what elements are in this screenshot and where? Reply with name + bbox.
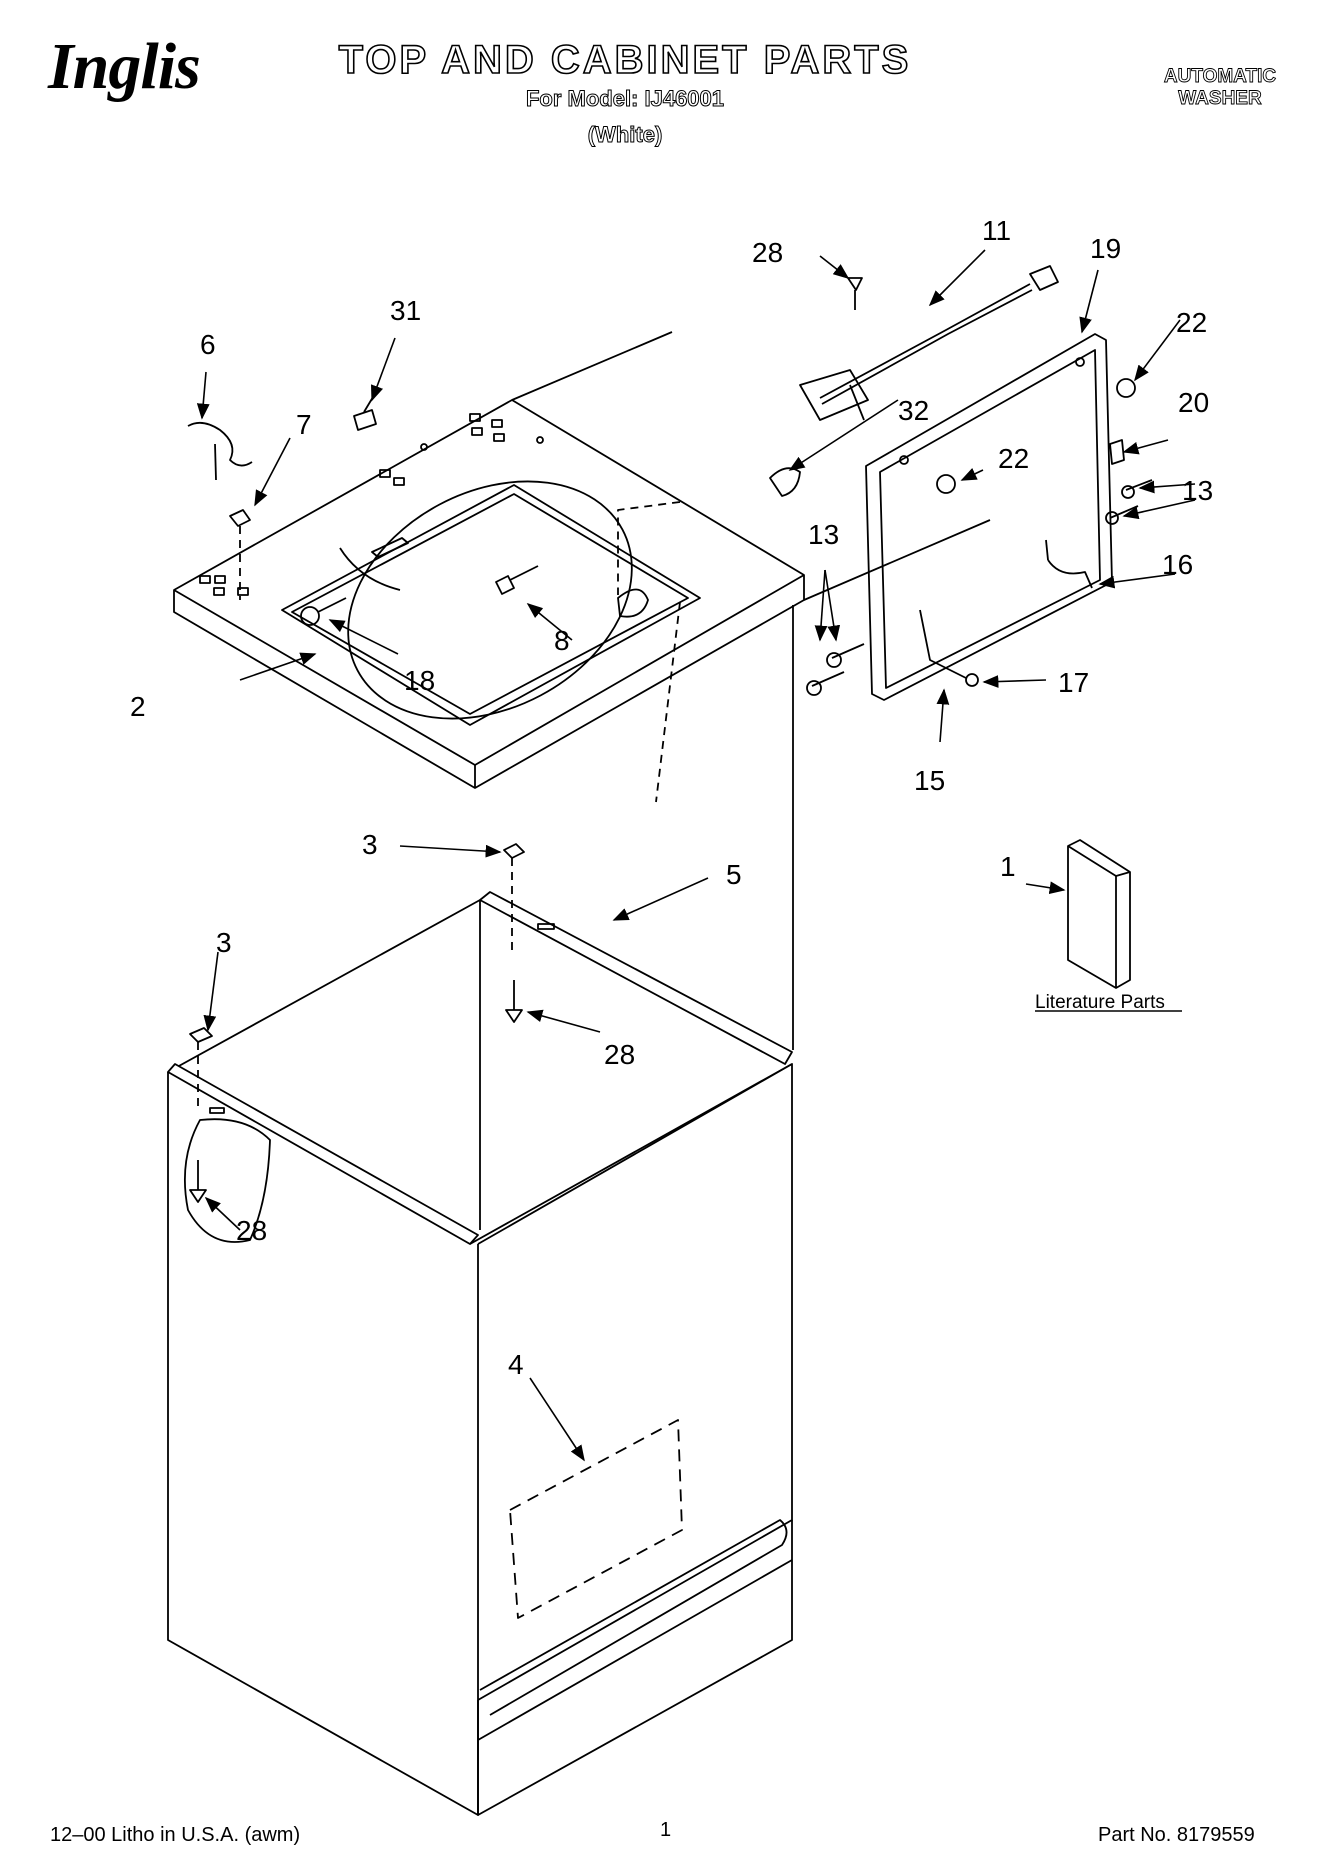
console-frame xyxy=(865,333,1113,701)
callout-28a: 28 xyxy=(752,237,783,268)
callout-7: 7 xyxy=(296,409,312,440)
callout-3b: 3 xyxy=(216,927,232,958)
callout-11: 11 xyxy=(982,215,1011,246)
callout-19: 19 xyxy=(1090,233,1121,264)
callout-15: 15 xyxy=(914,765,945,796)
callout-28b: 28 xyxy=(604,1039,635,1070)
footer-print-info: 12–00 Litho in U.S.A. (awm) xyxy=(50,1824,301,1846)
callout-20: 20 xyxy=(1178,387,1209,418)
page-number: 1 xyxy=(660,1819,672,1841)
callout-13b: 13 xyxy=(808,519,839,550)
callout-5: 5 xyxy=(726,859,742,890)
callout-32: 32 xyxy=(898,395,929,426)
callout-6: 6 xyxy=(200,329,216,360)
product-type-line1: AUTOMATIC xyxy=(1163,66,1277,88)
callout-3a: 3 xyxy=(362,829,378,860)
callout-18: 18 xyxy=(404,665,435,696)
callout-31: 31 xyxy=(390,295,421,326)
callout-4: 4 xyxy=(508,1349,524,1380)
callout-22b: 22 xyxy=(998,443,1029,474)
top-panel xyxy=(173,331,991,789)
part-number: Part No. 8179559 xyxy=(1098,1824,1255,1846)
callout-1: 1 xyxy=(1000,851,1016,882)
literature-parts-label: Literature Parts xyxy=(1035,992,1165,1013)
callout-16: 16 xyxy=(1162,549,1193,580)
harness xyxy=(769,265,1093,687)
cabinet xyxy=(167,605,794,1816)
color-line: (White) xyxy=(587,122,663,147)
product-type-line2: WASHER xyxy=(1178,88,1262,110)
callout-2: 2 xyxy=(130,691,146,722)
page-title: TOP AND CABINET PARTS xyxy=(338,38,912,82)
callout-28c: 28 xyxy=(236,1215,267,1246)
callout-8: 8 xyxy=(554,625,570,656)
callout-17: 17 xyxy=(1058,667,1089,698)
callout-13a: 13 xyxy=(1182,475,1213,506)
hardware xyxy=(187,277,1153,1203)
model-line: For Model: IJ46001 xyxy=(525,86,725,111)
callout-22a: 22 xyxy=(1176,307,1207,338)
brand-logo: Inglis xyxy=(48,30,201,103)
